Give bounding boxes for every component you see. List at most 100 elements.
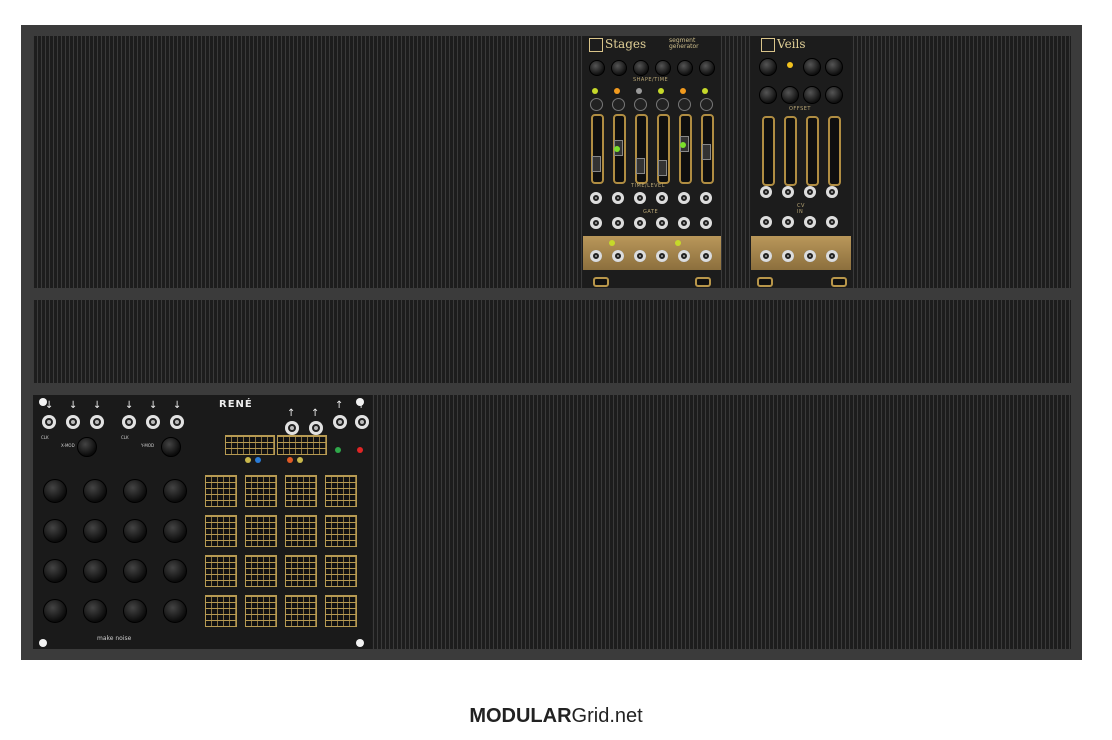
- rene-touch-pad-r4c4[interactable]: [325, 595, 357, 627]
- rene-touch-pad-r4c2[interactable]: [245, 595, 277, 627]
- stages-button-2[interactable]: [612, 98, 625, 111]
- stages-cv-jack-2[interactable]: [612, 192, 624, 204]
- stages-cv-jack-3[interactable]: [634, 192, 646, 204]
- stages-gate-jack-4[interactable]: [656, 217, 668, 229]
- rene-knob-r2c4[interactable]: [163, 519, 187, 543]
- veils-knob-4[interactable]: [759, 86, 777, 104]
- rene-jack-clk-x[interactable]: [42, 415, 56, 429]
- stages-gate-jack-2[interactable]: [612, 217, 624, 229]
- rene-knob-r1c3[interactable]: [123, 479, 147, 503]
- stages-knob-5[interactable]: [677, 60, 693, 76]
- rene-touch-pad-r3c4[interactable]: [325, 555, 357, 587]
- veils-in-jack-4[interactable]: [826, 216, 838, 228]
- rene-knob-r2c3[interactable]: [123, 519, 147, 543]
- stages-slider-cap-3[interactable]: [636, 158, 645, 174]
- rene-touch-pad-xy-right[interactable]: [277, 435, 327, 455]
- stages-button-3[interactable]: [634, 98, 647, 111]
- rene-knob-r3c4[interactable]: [163, 559, 187, 583]
- rene-touch-pad-r4c1[interactable]: [205, 595, 237, 627]
- rene-knob-ymod[interactable]: [161, 437, 181, 457]
- veils-knob-2[interactable]: [803, 58, 821, 76]
- rene-jack-ymod-in[interactable]: [146, 415, 160, 429]
- module-stages[interactable]: Stages segment generator SHAPE/TIME: [583, 36, 721, 288]
- rene-touch-pad-r1c1[interactable]: [205, 475, 237, 507]
- rene-touch-pad-r2c4[interactable]: [325, 515, 357, 547]
- rene-jack-clk-y[interactable]: [122, 415, 136, 429]
- stages-gate-jack-3[interactable]: [634, 217, 646, 229]
- rene-knob-r2c2[interactable]: [83, 519, 107, 543]
- rene-touch-pad-r3c1[interactable]: [205, 555, 237, 587]
- stages-gate-jack-1[interactable]: [590, 217, 602, 229]
- stages-button-6[interactable]: [700, 98, 713, 111]
- stages-slider-cap-1[interactable]: [592, 156, 601, 172]
- veils-out-jack-1[interactable]: [760, 250, 772, 262]
- stages-out-jack-6[interactable]: [700, 250, 712, 262]
- rene-touch-pad-r2c1[interactable]: [205, 515, 237, 547]
- stages-gate-jack-5[interactable]: [678, 217, 690, 229]
- veils-slider-4[interactable]: [828, 116, 841, 186]
- rene-knob-r1c1[interactable]: [43, 479, 67, 503]
- stages-out-jack-3[interactable]: [634, 250, 646, 262]
- veils-out-jack-4[interactable]: [826, 250, 838, 262]
- rene-touch-pad-r1c3[interactable]: [285, 475, 317, 507]
- rene-knob-r2c1[interactable]: [43, 519, 67, 543]
- stages-slider-cap-6[interactable]: [702, 144, 711, 160]
- veils-cv-jack-3[interactable]: [804, 186, 816, 198]
- stages-knob-2[interactable]: [611, 60, 627, 76]
- rene-knob-r4c4[interactable]: [163, 599, 187, 623]
- rene-knob-r4c3[interactable]: [123, 599, 147, 623]
- rene-knob-r1c4[interactable]: [163, 479, 187, 503]
- rack-row-3[interactable]: RENÉ ↓ ↓ ↓ ↓ ↓ ↓ CLK X-MOD CLK Y-MOD: [33, 395, 1071, 649]
- stages-knob-6[interactable]: [699, 60, 715, 76]
- stages-knob-4[interactable]: [655, 60, 671, 76]
- veils-knob-6[interactable]: [803, 86, 821, 104]
- stages-out-jack-2[interactable]: [612, 250, 624, 262]
- stages-cv-jack-1[interactable]: [590, 192, 602, 204]
- veils-slider-1[interactable]: [762, 116, 775, 186]
- veils-cv-jack-4[interactable]: [826, 186, 838, 198]
- veils-slider-3[interactable]: [806, 116, 819, 186]
- rene-jack-y-3[interactable]: [170, 415, 184, 429]
- stages-out-jack-5[interactable]: [678, 250, 690, 262]
- stages-cv-jack-5[interactable]: [678, 192, 690, 204]
- module-rene[interactable]: RENÉ ↓ ↓ ↓ ↓ ↓ ↓ CLK X-MOD CLK Y-MOD: [33, 395, 372, 649]
- veils-slider-2[interactable]: [784, 116, 797, 186]
- rene-touch-pad-r1c2[interactable]: [245, 475, 277, 507]
- rene-jack-y-cv-out[interactable]: [309, 421, 323, 435]
- rene-jack-x-gate-out[interactable]: [333, 415, 347, 429]
- veils-knob-1[interactable]: [759, 58, 777, 76]
- rack-row-2[interactable]: [33, 300, 1071, 383]
- rene-knob-xmod[interactable]: [77, 437, 97, 457]
- veils-knob-5[interactable]: [781, 86, 799, 104]
- modulargrid-logo[interactable]: MODULARGrid.net: [0, 705, 1112, 728]
- stages-out-jack-1[interactable]: [590, 250, 602, 262]
- stages-button-4[interactable]: [656, 98, 669, 111]
- stages-button-1[interactable]: [590, 98, 603, 111]
- rene-knob-r3c3[interactable]: [123, 559, 147, 583]
- rack-row-1[interactable]: Stages segment generator SHAPE/TIME: [33, 36, 1071, 288]
- stages-slider-cap-4[interactable]: [658, 160, 667, 176]
- rene-touch-pad-r2c3[interactable]: [285, 515, 317, 547]
- stages-gate-jack-6[interactable]: [700, 217, 712, 229]
- stages-out-jack-4[interactable]: [656, 250, 668, 262]
- veils-in-jack-3[interactable]: [804, 216, 816, 228]
- rene-knob-r4c2[interactable]: [83, 599, 107, 623]
- rene-knob-r1c2[interactable]: [83, 479, 107, 503]
- rene-jack-x-cv-out[interactable]: [285, 421, 299, 435]
- veils-knob-7[interactable]: [825, 86, 843, 104]
- stages-knob-3[interactable]: [633, 60, 649, 76]
- veils-in-jack-2[interactable]: [782, 216, 794, 228]
- rene-touch-pad-r4c3[interactable]: [285, 595, 317, 627]
- module-veils[interactable]: Veils OFFSET CV IN: [751, 36, 851, 288]
- rene-jack-xmod-in[interactable]: [66, 415, 80, 429]
- rene-touch-pad-r3c3[interactable]: [285, 555, 317, 587]
- veils-out-jack-2[interactable]: [782, 250, 794, 262]
- rene-jack-y-gate-out[interactable]: [355, 415, 369, 429]
- rene-touch-pad-xy-left[interactable]: [225, 435, 275, 455]
- veils-out-jack-3[interactable]: [804, 250, 816, 262]
- veils-in-jack-1[interactable]: [760, 216, 772, 228]
- stages-knob-1[interactable]: [589, 60, 605, 76]
- rene-knob-r3c1[interactable]: [43, 559, 67, 583]
- stages-cv-jack-6[interactable]: [700, 192, 712, 204]
- rene-jack-x-3[interactable]: [90, 415, 104, 429]
